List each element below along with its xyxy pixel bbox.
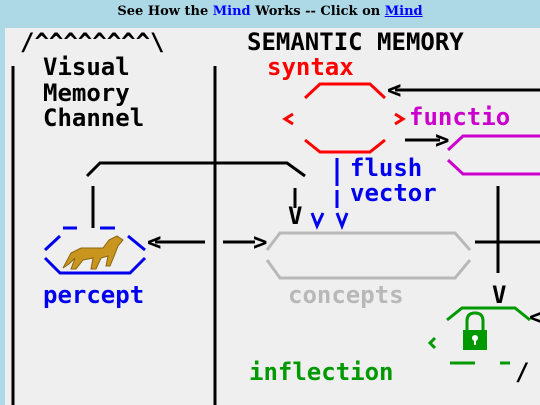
svg-text:>: > [253,228,267,256]
header-mind-word: Mind [212,4,251,19]
ascii-diagram-panel: /^^^^^^^^\ SEMANTIC MEMORY Visual Memory… [5,28,540,405]
vector-label: vector [350,179,437,207]
black-connector-lines [11,66,540,405]
svg-text:/: / [515,358,529,386]
inflection-label: inflection [249,358,394,386]
function-label: functio [409,103,510,131]
flush-label: flush [350,154,422,182]
concepts-label: concepts [288,281,404,309]
function-hexagon [446,134,540,176]
top-left-ascii: /^^^^^^^^\ [20,28,165,56]
header-bar: See How the Mind Works -- Click on Mind [0,0,540,24]
visual-label-line1: Visual [43,53,130,81]
blue-connector [310,158,349,231]
semantic-memory-title: SEMANTIC MEMORY [247,28,464,56]
percept-hexagon [43,226,147,275]
inflection-hexagon [427,306,531,365]
ascii-diagram: /^^^^^^^^\ SEMANTIC MEMORY Visual Memory… [11,28,540,405]
svg-text:V: V [288,202,302,230]
svg-text:<: < [387,76,401,104]
horse-icon [62,235,124,270]
visual-label-line3: Channel [43,104,144,132]
svg-text:>: > [435,126,449,154]
header-middle: Works -- Click on [250,4,385,19]
svg-text:<: < [529,303,540,331]
svg-text:V: V [492,281,506,309]
mind-link[interactable]: Mind [384,4,423,19]
black-ascii-glyphs: < < > > V V < / [147,76,540,386]
svg-text:<: < [147,228,161,256]
percept-label: percept [43,281,144,309]
visual-label-line2: Memory [43,79,130,107]
padlock-icon [463,311,487,350]
syntax-label: syntax [267,53,354,81]
syntax-hexagon [282,82,406,154]
header-prefix: See How the [117,4,213,19]
concepts-hexagon [265,231,472,280]
